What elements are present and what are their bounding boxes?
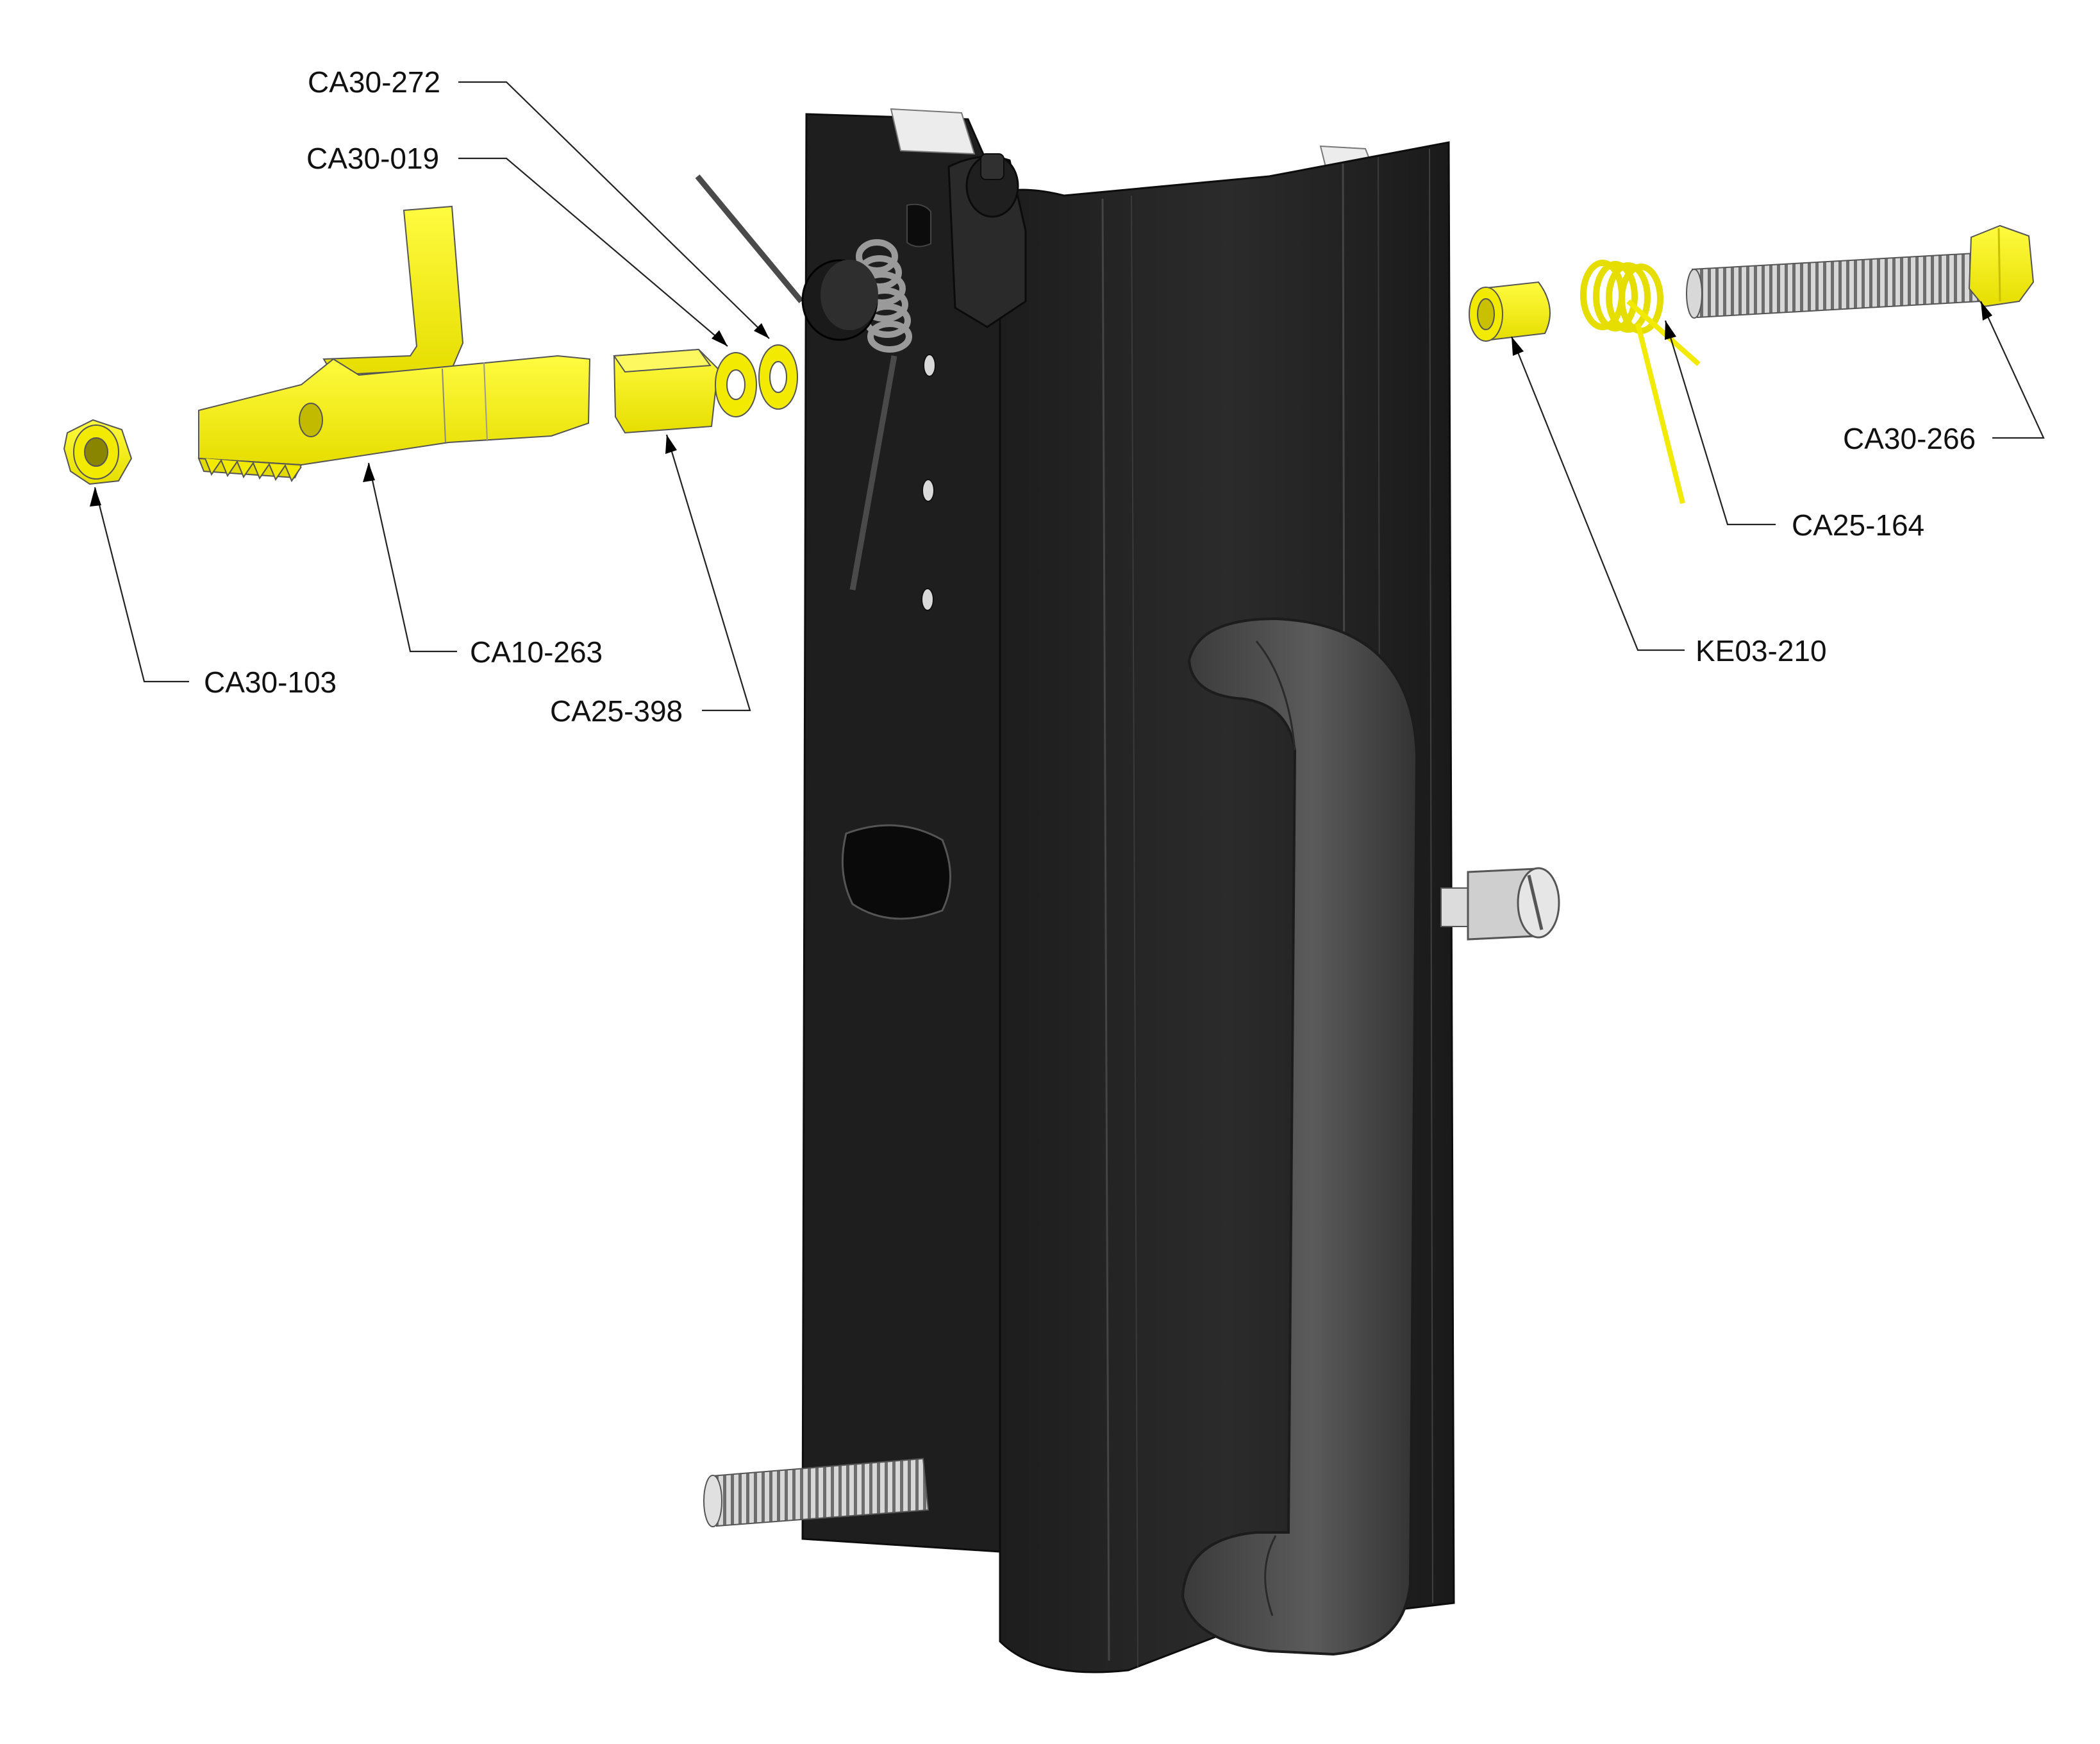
part-ca30-019-washer — [715, 352, 757, 417]
part-ca30-266-bolt — [1686, 224, 2035, 319]
leader-lines — [90, 81, 2045, 712]
part-ca25-398-block — [613, 348, 719, 434]
part-ca30-103-nut — [63, 419, 133, 485]
label-ca30-019: CA30-019 — [306, 142, 439, 175]
label-ca30-272: CA30-272 — [308, 65, 440, 99]
part-labels: CA30-272 CA30-019 CA30-103 CA10-263 CA25… — [204, 65, 1976, 728]
side-thumb-screw — [1440, 867, 1560, 941]
label-ke03-210: KE03-210 — [1696, 634, 1827, 667]
label-ca25-164: CA25-164 — [1792, 508, 1924, 542]
installed-latch-block — [947, 153, 1027, 328]
label-ca30-103: CA30-103 — [204, 666, 337, 699]
part-ca10-263-lever — [197, 205, 591, 483]
part-ca30-272-washer — [758, 344, 798, 410]
part-ca25-164-spring — [1580, 260, 1701, 504]
installed-spring — [695, 174, 912, 591]
label-ca30-266: CA30-266 — [1843, 422, 1976, 455]
pull-handle — [1181, 617, 1419, 1656]
bottom-threaded-stud — [703, 1457, 929, 1527]
part-ke03-210-sleeve — [1469, 281, 1551, 342]
label-ca25-398: CA25-398 — [550, 694, 683, 728]
label-ca10-263: CA10-263 — [470, 635, 603, 669]
